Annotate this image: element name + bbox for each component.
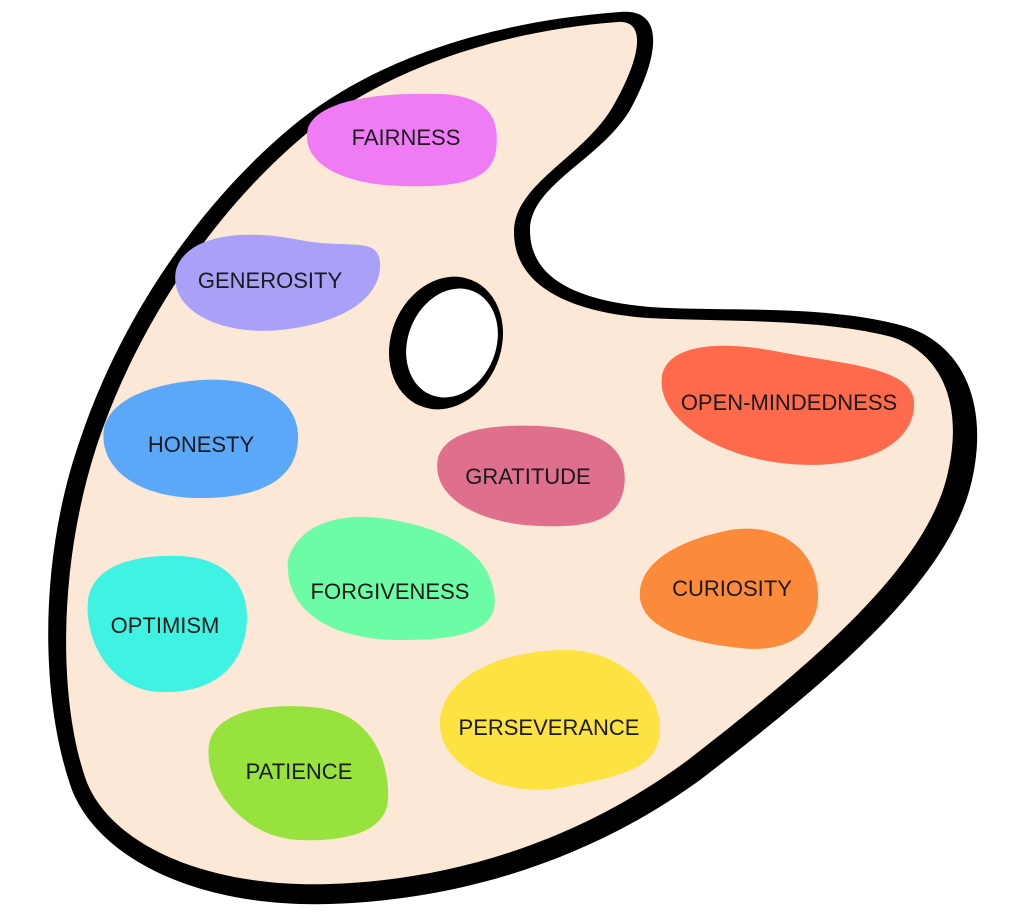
blob-label-forgiveness: FORGIVENESS	[311, 579, 470, 604]
blob-honesty	[103, 379, 299, 498]
thumb-hole	[406, 288, 498, 398]
blob-label-optimism: OPTIMISM	[111, 613, 220, 638]
blob-label-fairness: FAIRNESS	[352, 125, 461, 150]
blob-label-honesty: HONESTY	[148, 432, 255, 457]
blob-optimism	[87, 555, 247, 693]
blob-open-mindedness	[661, 345, 915, 465]
blob-label-gratitude: GRATITUDE	[465, 464, 590, 489]
blob-label-open-mindedness: OPEN-MINDEDNESS	[681, 390, 897, 415]
blob-label-curiosity: CURIOSITY	[672, 576, 792, 601]
blob-gratitude	[437, 425, 625, 527]
blob-label-generosity: GENEROSITY	[198, 268, 343, 293]
blob-patience	[208, 706, 389, 841]
blob-label-perseverance: PERSEVERANCE	[459, 715, 640, 740]
blob-curiosity	[639, 528, 819, 649]
blob-fairness	[306, 93, 497, 187]
blob-generosity	[175, 234, 381, 331]
blob-perseverance	[439, 649, 660, 790]
blob-label-patience: PATIENCE	[246, 759, 353, 784]
blob-forgiveness	[287, 516, 495, 640]
